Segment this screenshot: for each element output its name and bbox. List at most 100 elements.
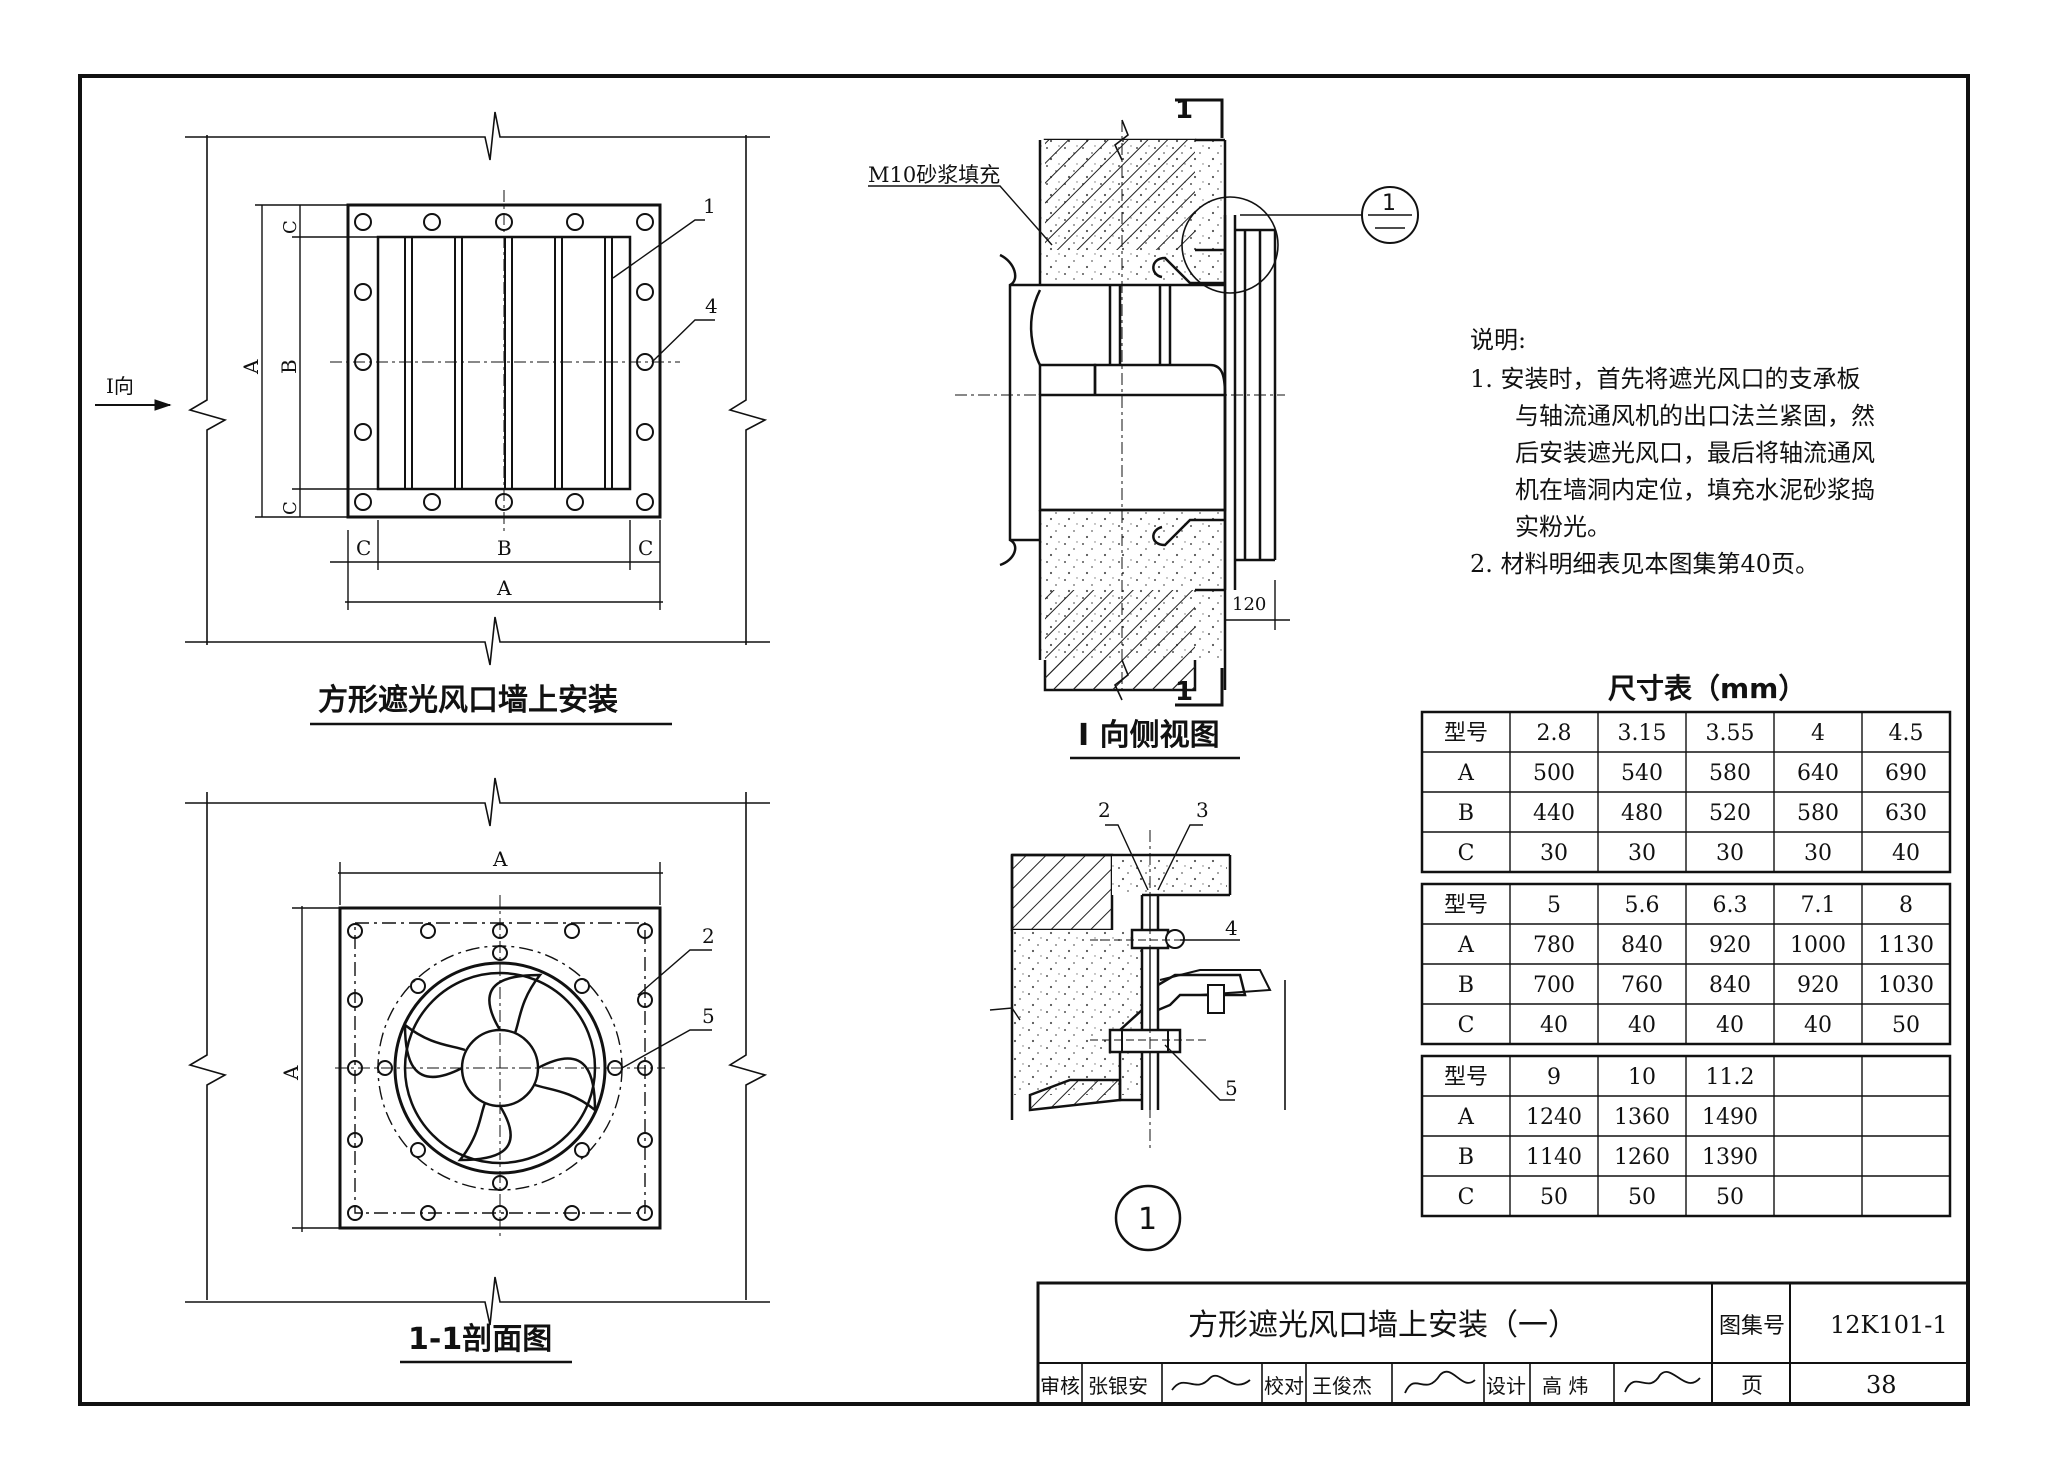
table-cell: 480 <box>1621 801 1663 826</box>
table-cell: 30 <box>1804 841 1832 866</box>
front-dim-c-top: C <box>280 220 301 234</box>
detail-number: 1 <box>1138 1202 1157 1237</box>
table-cell: 690 <box>1885 761 1927 786</box>
front-dim-b: B <box>277 359 301 374</box>
front-view-labels: A B C C C B C A I向 1 4 方形遮光风口墙上安装 <box>106 194 718 726</box>
section-mark-top: 1 <box>1175 95 1193 125</box>
atlas-label: 图集号 <box>1719 1314 1785 1339</box>
table-cell: 780 <box>1533 933 1575 958</box>
table-cell: 520 <box>1709 801 1751 826</box>
table-cell: 1360 <box>1614 1105 1670 1130</box>
table-cell: 40 <box>1716 1013 1744 1038</box>
table-cell: 1140 <box>1526 1145 1582 1170</box>
filler-label: M10砂浆填充 <box>868 163 1000 187</box>
detail-callout-5: 5 <box>1225 1076 1238 1100</box>
table-title: 尺寸表（mm） <box>1608 672 1806 705</box>
table-header-cell: 型号 <box>1444 1065 1488 1090</box>
table-cell: A <box>1457 1105 1475 1130</box>
front-dim-c-left: C <box>356 536 371 560</box>
sheet-border <box>78 74 1970 1406</box>
table-cell: 1390 <box>1702 1145 1758 1170</box>
table-cell: 1490 <box>1702 1105 1758 1130</box>
table-cell: 1130 <box>1878 933 1934 958</box>
front-view <box>95 111 770 666</box>
table-cell: B <box>1458 1145 1474 1170</box>
title-block <box>1036 1281 1970 1406</box>
table-cell: 840 <box>1621 933 1663 958</box>
table-cell: 1000 <box>1790 933 1846 958</box>
front-dim-c-bottom: C <box>280 501 301 515</box>
table-cell: B <box>1458 973 1474 998</box>
note-line: 2. 材料明细表见本图集第40页。 <box>1470 550 1819 578</box>
table-cell: 30 <box>1716 841 1744 866</box>
notes-heading: 说明: <box>1470 326 1526 354</box>
table-cell: 40 <box>1628 1013 1656 1038</box>
section-mark-bottom: 1 <box>1175 677 1193 707</box>
notes: 说明: 1. 安装时，首先将遮光风口的支承板 与轴流通风机的出口法兰紧固，然 后… <box>1470 326 1875 578</box>
front-view-title: 方形遮光风口墙上安装 <box>318 683 618 718</box>
table-cell: 1260 <box>1614 1145 1670 1170</box>
table-header-cell: 型号 <box>1444 721 1488 746</box>
table-cell: 50 <box>1628 1185 1656 1210</box>
review-label: 审核 <box>1040 1374 1080 1398</box>
side-view <box>868 98 1419 707</box>
table-cell: 40 <box>1804 1013 1832 1038</box>
checker-signature <box>1404 1370 1476 1394</box>
detail-callout-4: 4 <box>1225 916 1238 940</box>
drawing-title: 方形遮光风口墙上安装（一） <box>1188 1308 1578 1343</box>
section-view <box>185 777 770 1326</box>
callout-1: 1 <box>703 194 716 218</box>
table-cell: A <box>1457 761 1475 786</box>
table-header-cell: 7.1 <box>1801 893 1836 918</box>
table-cell: 1240 <box>1526 1105 1582 1130</box>
atlas-number: 12K101-1 <box>1830 1311 1948 1339</box>
note-line: 1. 安装时，首先将遮光风口的支承板 <box>1470 365 1861 393</box>
table-cell: 40 <box>1540 1013 1568 1038</box>
table-cell: 40 <box>1892 841 1920 866</box>
table-cell: A <box>1457 933 1475 958</box>
table-cell: 840 <box>1709 973 1751 998</box>
detail-ref-number: 1 <box>1382 191 1396 216</box>
table-cell: 50 <box>1716 1185 1744 1210</box>
table-header-cell: 5.6 <box>1625 893 1660 918</box>
note-line: 后安装遮光风口，最后将轴流通风 <box>1515 439 1875 467</box>
front-dim-b-bottom: B <box>497 536 512 560</box>
table-cell: B <box>1458 801 1474 826</box>
side-view-title: I 向侧视图 <box>1078 718 1220 753</box>
note-line: 与轴流通风机的出口法兰紧固，然 <box>1515 402 1875 430</box>
table-header-cell: 2.8 <box>1537 721 1572 746</box>
table-cell: 630 <box>1885 801 1927 826</box>
table-cell: 30 <box>1628 841 1656 866</box>
table-header-cell: 11.2 <box>1706 1065 1755 1090</box>
section-dim-a-top: A <box>492 847 508 871</box>
dim-120: 120 <box>1232 594 1266 615</box>
table-header-cell: 8 <box>1899 893 1913 918</box>
designer-signature <box>1624 1371 1701 1393</box>
reviewer-signature <box>1171 1375 1251 1391</box>
side-view-labels: M10砂浆填充 1 1 1 120 I 向侧视图 <box>868 95 1396 760</box>
table-cell: 580 <box>1709 761 1751 786</box>
section-callout-2: 2 <box>702 924 715 948</box>
section-view-labels: A A 2 5 1-1剖面图 <box>279 847 715 1364</box>
table-cell: C <box>1458 841 1475 866</box>
table-header-cell: 3.55 <box>1706 721 1755 746</box>
table-header-cell: 6.3 <box>1713 893 1748 918</box>
table-cell: 700 <box>1533 973 1575 998</box>
table-cell: 760 <box>1621 973 1663 998</box>
table-cell: 640 <box>1797 761 1839 786</box>
detail-view-labels: 2 3 4 5 1 <box>1098 798 1238 1237</box>
table-cell: 30 <box>1540 841 1568 866</box>
table-header-cell: 4 <box>1811 721 1825 746</box>
table-header-cell: 型号 <box>1444 893 1488 918</box>
detail-callout-2: 2 <box>1098 798 1111 822</box>
title-block-text: 方形遮光风口墙上安装（一） 图集号 12K101-1 页 38 审核 张银安 校… <box>1040 1308 1948 1399</box>
table-cell: 440 <box>1533 801 1575 826</box>
table-cell: 920 <box>1797 973 1839 998</box>
page-number: 38 <box>1866 1371 1897 1399</box>
table-cell: 920 <box>1709 933 1751 958</box>
checker-name: 王俊杰 <box>1312 1374 1372 1398</box>
designer-name: 高 炜 <box>1542 1374 1588 1398</box>
direction-label: I向 <box>106 374 134 398</box>
